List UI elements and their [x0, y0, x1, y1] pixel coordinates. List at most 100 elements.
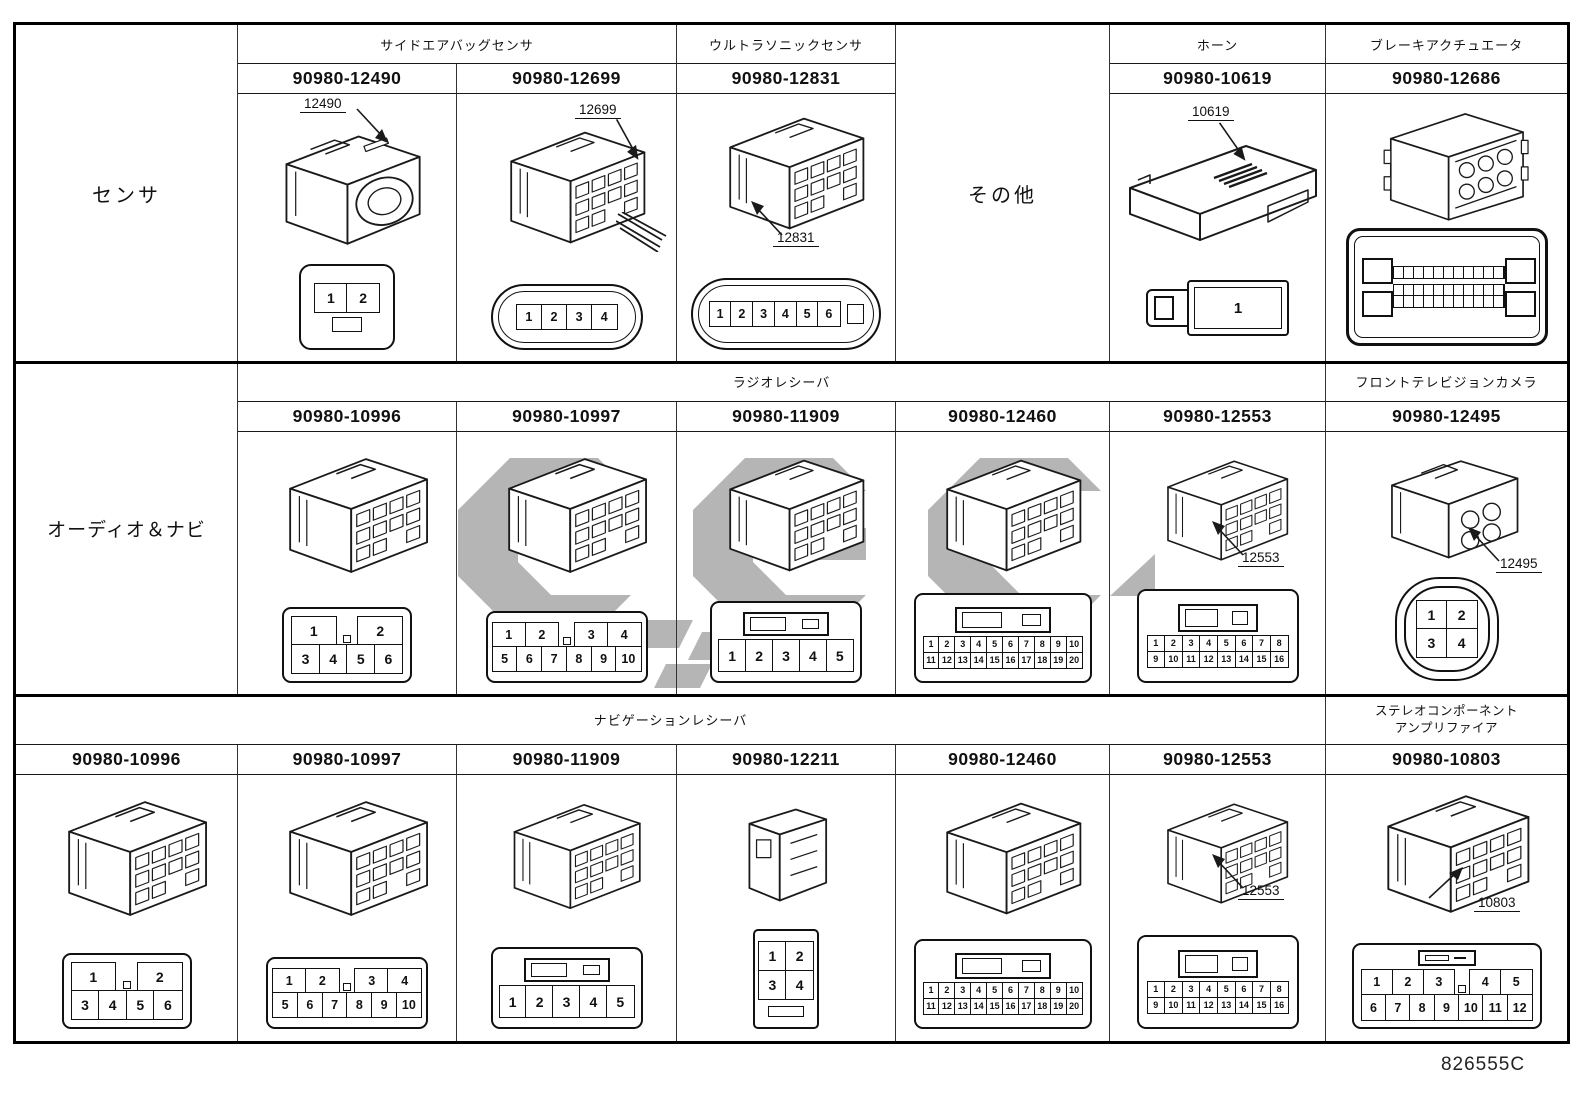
row-label-text: センサ	[92, 185, 161, 207]
connector-iso-view	[288, 458, 428, 573]
part-number-90980-10619: 90980-10619	[1110, 64, 1326, 94]
pin-cell: 2	[540, 304, 568, 330]
pin-cell: 17	[1017, 997, 1035, 1015]
part-number-90980-12686: 90980-12686	[1326, 64, 1567, 94]
pin-cell: 12	[938, 651, 956, 669]
part-number-90980-12211: 90980-12211	[677, 745, 896, 775]
pin-cell: 4	[606, 621, 642, 648]
pin-cell: 2	[1391, 968, 1425, 996]
pin-cell: 4	[970, 981, 988, 999]
group-header-text: ブレーキアクチュエータ	[1369, 37, 1524, 53]
part-number-90980-12495: 90980-12495	[1326, 402, 1567, 432]
pin-cell: 1	[758, 941, 787, 972]
horn-latch	[1146, 289, 1190, 327]
pin-cell: 7	[541, 646, 568, 673]
connector-iso-view	[285, 135, 421, 245]
callout-12553-b: 12553	[1238, 883, 1284, 900]
group-header-side-airbag-sensor: サイドエアバッグセンサ	[238, 25, 677, 64]
pin-cell: 10	[1164, 996, 1183, 1014]
pin-cell: 3	[1422, 968, 1456, 996]
pin-cell: 14	[1234, 650, 1254, 668]
pin-cell: 1	[1360, 968, 1394, 996]
pin-cell: 16	[1002, 997, 1019, 1015]
pin-cell: 1	[1233, 299, 1243, 317]
pin-cell: 2	[346, 282, 380, 313]
pin-cell: 7	[1017, 635, 1035, 653]
pin-cell: 6	[373, 644, 403, 675]
pin-cell: 2	[744, 639, 774, 672]
part-number-90980-11909: 90980-11909	[677, 402, 896, 432]
part-number-text: 90980-12211	[732, 749, 840, 769]
connector-iso-view	[729, 459, 865, 572]
part-number-90980-12831: 90980-12831	[677, 64, 896, 94]
part-number-90980-12699: 90980-12699	[457, 64, 677, 94]
pin-cell: 8	[1269, 980, 1289, 998]
pin-cell: 4	[798, 639, 828, 672]
pin-cell: 2	[357, 615, 403, 646]
callout-12490: 12490	[300, 96, 346, 113]
band-separator-2	[15, 694, 1568, 697]
part-number-text: 90980-11909	[512, 749, 621, 769]
pin-cell: 1	[515, 304, 543, 330]
pin-gap	[338, 968, 356, 994]
pin-cell: 3	[1181, 980, 1201, 998]
pin-cell: 8	[1269, 634, 1289, 652]
pin-cell: 19	[1049, 651, 1067, 669]
pin-cell: 10	[1457, 994, 1484, 1021]
pin-cell: 4	[98, 990, 128, 1021]
pin-cell: 8	[1033, 981, 1051, 999]
brake-small-pin-grid	[1392, 265, 1505, 309]
pin-cell: 2	[938, 635, 956, 653]
callout-12553: 12553	[1238, 550, 1284, 567]
pin-cell: 7	[1384, 994, 1411, 1021]
pin-cell: 10	[395, 992, 422, 1019]
pin-cell: 3	[291, 644, 321, 675]
pin-cell: 5	[825, 639, 855, 672]
pin-cell: 3	[1181, 634, 1201, 652]
pin-cell: 9	[1049, 635, 1067, 653]
pin-cell: 4	[970, 635, 988, 653]
pin-cell: 6	[153, 990, 183, 1021]
pin-cell: 1	[491, 621, 527, 648]
connector-iso-view	[945, 802, 1081, 915]
connector-iso-view	[945, 459, 1081, 572]
part-number-90980-10996-b: 90980-10996	[16, 745, 238, 775]
pin-cell: 5	[346, 644, 376, 675]
pin-cell: 3	[573, 621, 609, 648]
pin-cell: 2	[525, 985, 554, 1018]
pin-cell: 4	[590, 304, 618, 330]
pin-cell: 3	[771, 639, 801, 672]
pin-cell: 9	[590, 646, 617, 673]
face-hood	[954, 952, 1051, 979]
pin-cell: 8	[1409, 994, 1436, 1021]
pin-cell: 4	[773, 301, 797, 327]
pin-cell: 9	[1049, 981, 1067, 999]
group-header-text: フロントテレビジョンカメラ	[1355, 375, 1538, 390]
pin-cell: 3	[758, 969, 787, 1000]
part-number-90980-12490: 90980-12490	[238, 64, 457, 94]
pin-cell: 2	[524, 621, 560, 648]
part-number-text: 90980-10997	[512, 406, 621, 426]
pin-cell: 15	[986, 651, 1004, 669]
pin-gap	[1454, 969, 1471, 996]
pin-cell: 13	[1217, 650, 1236, 668]
pin-cell: 1	[70, 961, 117, 992]
pin-cell: 16	[1269, 650, 1289, 668]
pin-cell: 19	[1049, 997, 1067, 1015]
horn-pin-1: 1	[1187, 280, 1289, 336]
pin-cell: 5	[1217, 634, 1236, 652]
pin-cell: 2	[730, 301, 754, 327]
pin-cell: 6	[1002, 635, 1019, 653]
